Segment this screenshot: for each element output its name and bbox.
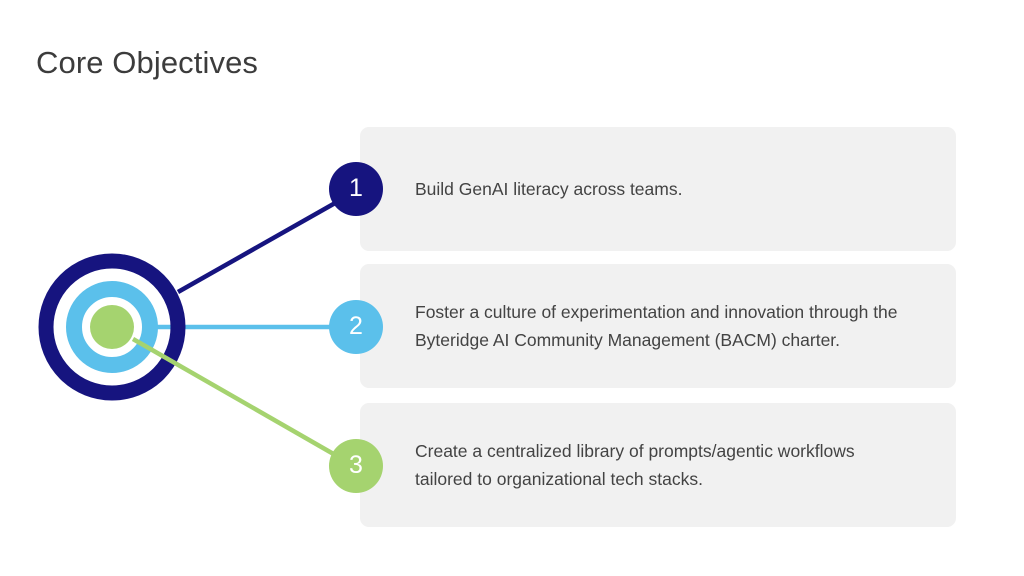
objective-badge-3[interactable]: 3 bbox=[329, 439, 383, 493]
target-middle-ring bbox=[66, 281, 158, 373]
objective-card-3[interactable]: Create a centralized library of prompts/… bbox=[360, 403, 956, 527]
connector-line-3 bbox=[131, 337, 346, 462]
objective-text-2: Foster a culture of experimentation and … bbox=[415, 302, 898, 350]
connector-line-1 bbox=[176, 196, 346, 294]
objective-card-1[interactable]: Build GenAI literacy across teams. bbox=[360, 127, 956, 251]
page-title: Core Objectives bbox=[36, 45, 259, 80]
objective-text-3: Create a centralized library of prompts/… bbox=[415, 441, 855, 489]
objective-text-1: Build GenAI literacy across teams. bbox=[415, 179, 683, 199]
objective-card-2[interactable]: Foster a culture of experimentation and … bbox=[360, 264, 956, 388]
objective-badge-1[interactable]: 1 bbox=[329, 162, 383, 216]
objective-badge-2[interactable]: 2 bbox=[329, 300, 383, 354]
target-outer-ring bbox=[38, 253, 186, 401]
target-center-dot bbox=[90, 305, 134, 349]
